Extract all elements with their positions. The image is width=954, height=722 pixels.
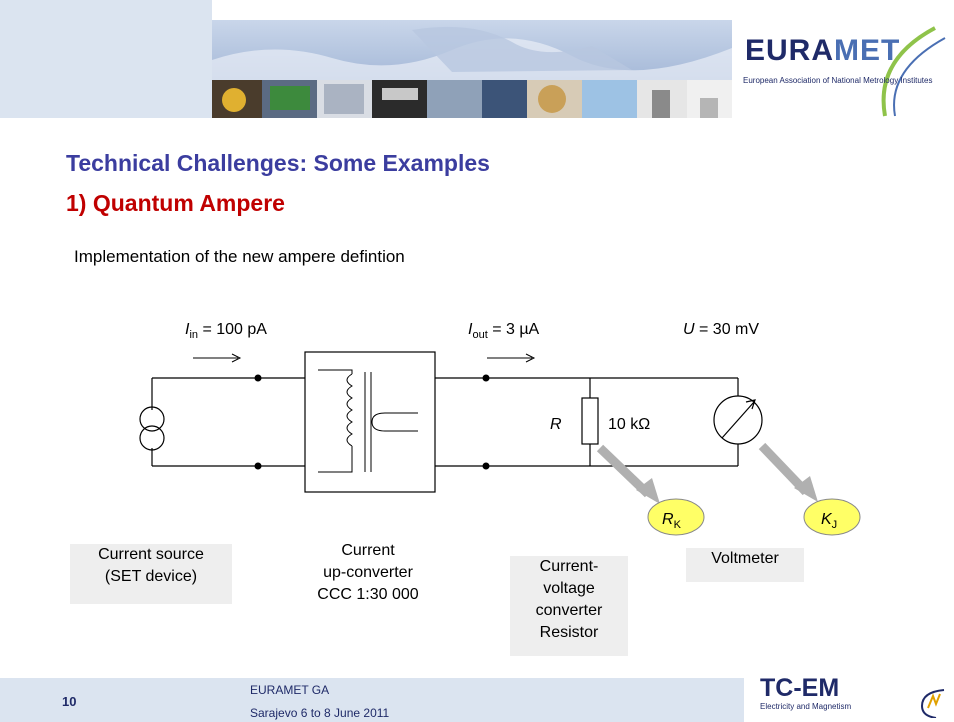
banner-collage-image xyxy=(212,20,732,118)
current-in-label: Iin = 100 pA xyxy=(185,321,267,341)
resistor-value-label: 10 kΩ xyxy=(608,416,650,433)
footer-center-panel xyxy=(212,678,744,722)
converter-label-line: up-converter xyxy=(323,564,413,581)
page-number: 10 xyxy=(62,694,77,709)
node-dot xyxy=(482,462,490,470)
header-photo-banner xyxy=(212,20,732,118)
cvc-label-line: Current- xyxy=(539,558,599,575)
svg-text:KJ: KJ xyxy=(821,511,837,531)
voltmeter-label: Voltmeter xyxy=(686,548,804,582)
resistor-symbol xyxy=(581,378,599,466)
resistor-symbol-label: R xyxy=(550,416,562,433)
current-voltage-converter-label: Current- voltage converter Resistor xyxy=(510,556,628,656)
current-in-arrow xyxy=(193,353,242,363)
slide-subtitle-heading: 1) Quantum Ampere xyxy=(66,190,285,216)
josephson-bubble: KJ xyxy=(803,498,861,536)
von-klitzing-bubble: RK xyxy=(647,498,705,536)
resistor-reference-arrow xyxy=(596,444,660,504)
tc-em-subtitle: Electricity and Magnetism xyxy=(760,702,852,711)
euramet-logo: EURAMET European Association of National… xyxy=(735,20,954,118)
node-dot xyxy=(254,374,262,382)
current-out-label: Iout = 3 µA xyxy=(468,321,540,341)
tc-em-emblem-icon xyxy=(920,689,945,718)
cvc-label-line: voltage xyxy=(543,580,595,597)
svg-text:RK: RK xyxy=(662,511,682,531)
converter-label-line: Current xyxy=(341,542,395,559)
current-source-symbol xyxy=(139,378,165,466)
tc-em-logo: TC-EM xyxy=(760,674,840,702)
footer-left-panel xyxy=(0,678,212,722)
slide-title: Technical Challenges: Some Examples xyxy=(66,150,490,176)
current-out-arrow xyxy=(487,353,536,363)
current-converter-symbol xyxy=(304,351,436,493)
current-source-label-line: Current source xyxy=(98,546,204,563)
circuit-diagram: Iin = 100 pA Iout = 3 µA U = 30 mV xyxy=(139,321,861,536)
current-source-label-line: (SET device) xyxy=(104,568,198,585)
cvc-label-line: converter xyxy=(535,602,603,619)
euramet-arc-graphic xyxy=(881,26,946,117)
header-left-panel xyxy=(0,0,212,118)
euramet-logo-text: EURAMET xyxy=(745,34,901,67)
voltmeter-symbol xyxy=(713,378,763,466)
euramet-logo-subtitle: European Association of National Metrolo… xyxy=(743,76,933,85)
slide-description: Implementation of the new ampere definti… xyxy=(74,247,405,266)
converter-label: Current up-converter CCC 1:30 000 xyxy=(288,540,448,620)
node-dot xyxy=(482,374,490,382)
current-source-label: Current source (SET device) xyxy=(70,544,232,604)
footer-event-location: Sarajevo 6 to 8 June 2011 xyxy=(250,706,390,720)
voltage-label: U = 30 mV xyxy=(683,321,759,338)
footer-event-name: EURAMET GA xyxy=(250,683,330,697)
cvc-label-line: Resistor xyxy=(539,624,599,641)
voltmeter-reference-arrow xyxy=(758,442,818,502)
converter-label-line: CCC 1:30 000 xyxy=(317,586,419,603)
node-dot xyxy=(254,462,262,470)
